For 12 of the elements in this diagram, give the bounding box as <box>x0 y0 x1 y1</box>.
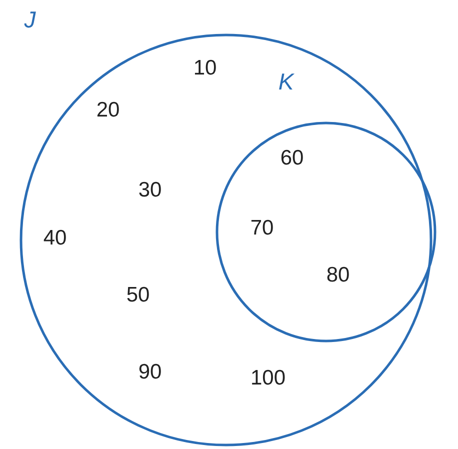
element-number: 50 <box>126 284 150 306</box>
set-label: K <box>278 70 294 94</box>
element-number: 40 <box>43 228 67 248</box>
element-number: 10 <box>193 58 217 78</box>
element-number: 80 <box>326 264 350 286</box>
element-number: 100 <box>250 368 286 388</box>
element-number: 20 <box>96 100 120 120</box>
set-label: J <box>24 8 36 32</box>
element-number: 60 <box>280 148 304 168</box>
element-number: 30 <box>138 180 162 200</box>
element-number: 90 <box>138 362 162 382</box>
element-number: 70 <box>250 218 274 238</box>
